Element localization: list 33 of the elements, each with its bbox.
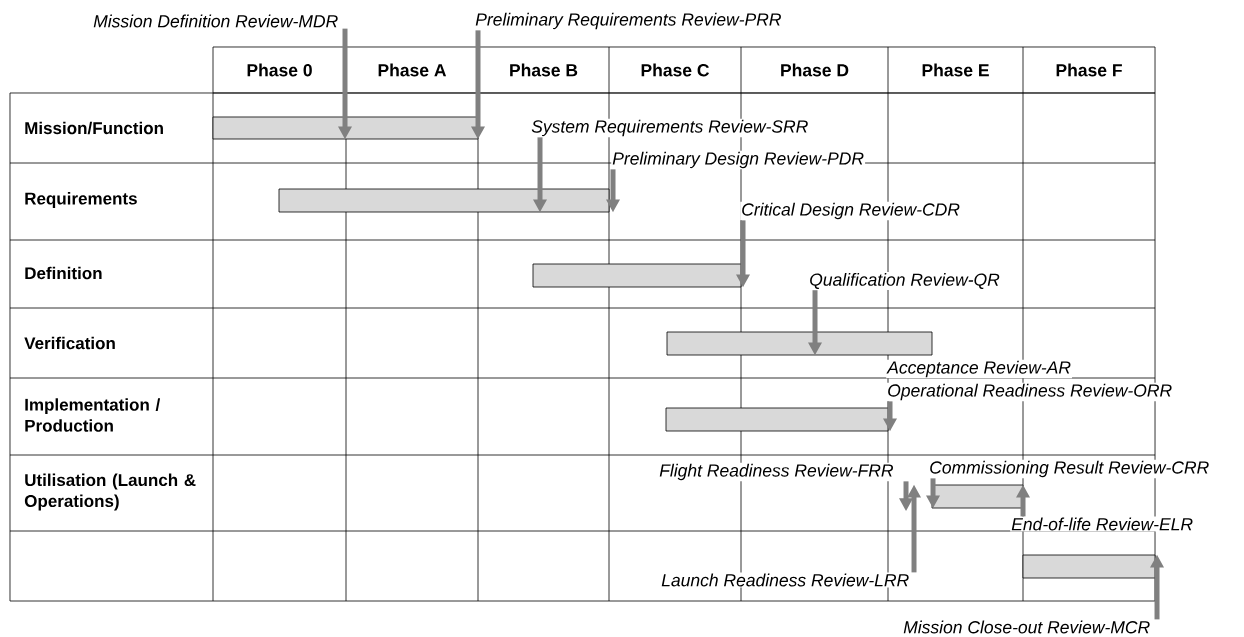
gantt-bar <box>1022 554 1156 579</box>
row-header: Mission/Function <box>25 121 163 135</box>
gantt-bar <box>931 484 1024 509</box>
row-header: Implementation / Production <box>25 398 161 432</box>
row-header: Requirements <box>25 192 137 208</box>
phase-header: Phase F <box>1056 63 1122 77</box>
gantt-bar <box>666 331 933 356</box>
gantt-bar <box>665 407 889 432</box>
row-header: Verification <box>24 336 115 350</box>
review-label: Preliminary Requirements Review-PRR <box>474 11 783 31</box>
phase-header: Phase D <box>781 63 849 77</box>
row-header: Utilisation (Launch & Operations) <box>24 473 196 511</box>
review-label: Operational Readiness Review-ORR <box>886 382 1174 402</box>
phase-header: Phase 0 <box>247 63 312 77</box>
row-header: Definition <box>25 266 102 280</box>
review-label: Launch Readiness Review-LRR <box>660 572 911 588</box>
review-label: Mission Close-out Review-MCR <box>902 619 1152 635</box>
review-label: Qualification Review-QR <box>808 272 1001 290</box>
review-label: Preliminary Design Review-PDR <box>611 150 866 170</box>
review-label: Acceptance Review-AR <box>886 359 1073 379</box>
review-label: System Requirements Review-SRR <box>530 118 810 138</box>
phase-header: Phase B <box>510 63 578 77</box>
review-label: End-of-life Review-ELR <box>1010 516 1195 532</box>
review-label: Commissioning Result Review-CRR <box>928 459 1211 479</box>
gantt-bar <box>532 263 742 288</box>
phase-header: Phase E <box>922 63 989 77</box>
review-label: Flight Readiness Review-FRR <box>658 462 895 482</box>
review-label: Mission Definition Review-MDR <box>92 13 340 29</box>
gantt-bar <box>212 116 479 140</box>
phase-header: Phase A <box>378 63 447 77</box>
phase-header: Phase C <box>641 63 710 77</box>
review-label: Critical Design Review-CDR <box>740 201 961 221</box>
gantt-bar <box>278 188 610 213</box>
